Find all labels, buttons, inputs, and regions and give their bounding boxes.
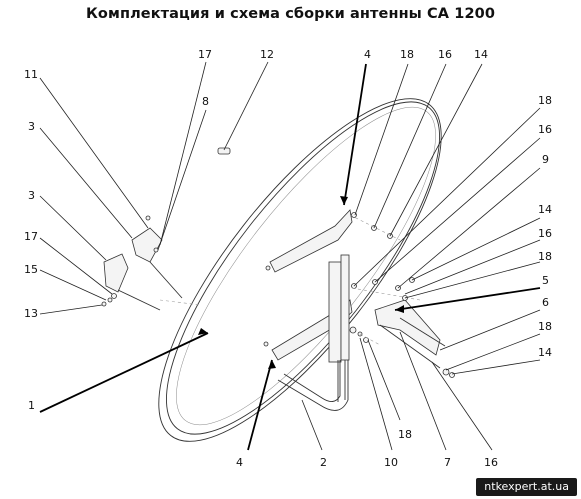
label-14-top: 14 [474, 48, 488, 61]
label-12: 12 [260, 48, 274, 61]
dish-reflector [158, 98, 442, 442]
label-4-top: 4 [364, 48, 371, 61]
label-13: 13 [24, 307, 38, 320]
arrowheads [198, 196, 404, 369]
label-16-bottom: 16 [484, 456, 498, 469]
label-16-top: 16 [438, 48, 452, 61]
label-7: 7 [444, 456, 451, 469]
label-14-right-2: 14 [538, 346, 552, 359]
label-15: 15 [24, 263, 38, 276]
watermark: ntkexpert.at.ua [476, 478, 577, 496]
label-18-right-2: 18 [538, 250, 552, 263]
label-16-right-2: 16 [538, 227, 552, 240]
label-2: 2 [320, 456, 327, 469]
label-4-bottom: 4 [236, 456, 243, 469]
label-6: 6 [542, 296, 549, 309]
label-11: 11 [24, 68, 38, 81]
label-14-right-1: 14 [538, 203, 552, 216]
page-title: Комплектация и схема сборки антенны СА 1… [85, 6, 496, 22]
mount-bracket-2 [277, 360, 349, 411]
label-18-top: 18 [400, 48, 414, 61]
label-18-right-3: 18 [538, 320, 552, 333]
assembly-guides [159, 214, 421, 346]
label-1: 1 [28, 399, 35, 412]
mast-bracket [328, 254, 350, 402]
label-3-lower: 3 [28, 189, 35, 202]
label-8: 8 [202, 95, 209, 108]
leader-lines [39, 61, 541, 451]
label-17-top: 17 [198, 48, 212, 61]
label-5: 5 [542, 274, 549, 287]
label-10: 10 [384, 456, 398, 469]
label-18-right-1: 18 [538, 94, 552, 107]
label-17-left: 17 [24, 230, 38, 243]
feed-holder-parts [101, 215, 183, 311]
bolt-12 [217, 147, 231, 155]
label-16-right-1: 16 [538, 123, 552, 136]
clamp-assembly [374, 299, 455, 378]
hardware-washers [263, 212, 415, 347]
part-labels: 11 3 3 17 15 13 1 17 8 12 4 18 16 14 18 … [24, 48, 552, 469]
label-9: 9 [542, 153, 549, 166]
label-3-upper: 3 [28, 120, 35, 133]
label-18-bottom: 18 [398, 428, 412, 441]
